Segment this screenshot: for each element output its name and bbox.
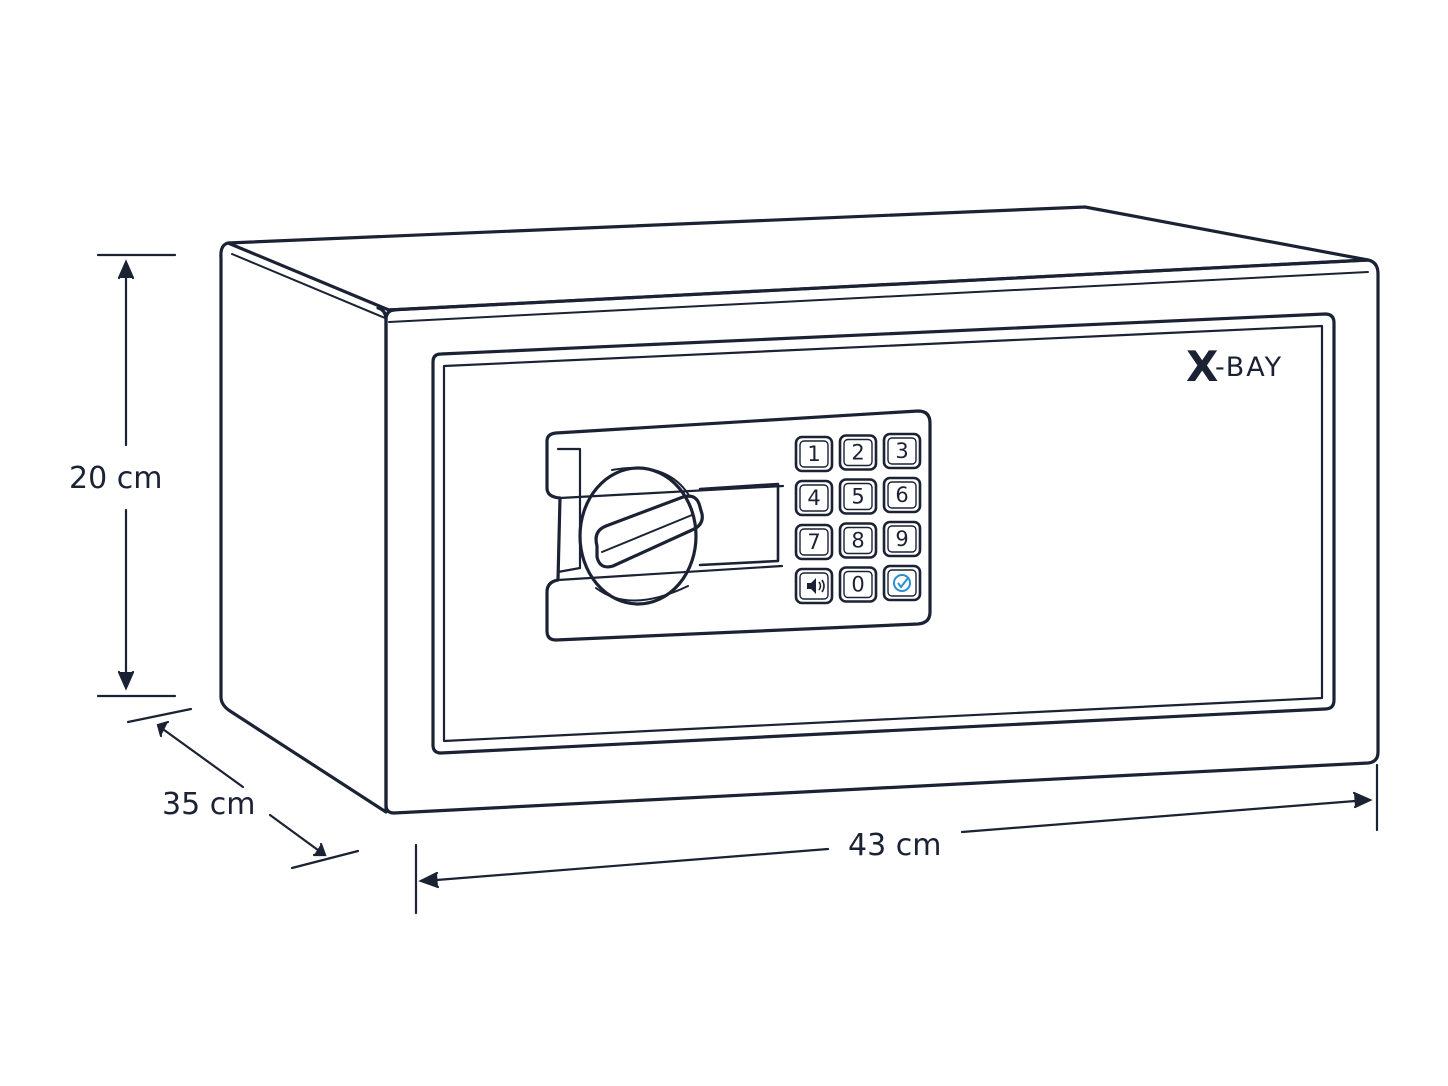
- lock-panel-outline: [545, 409, 932, 642]
- confirm-key[interactable]: [882, 564, 922, 602]
- key-outline: [794, 523, 834, 561]
- keypad-key-2[interactable]: 2: [838, 434, 878, 471]
- key-face: [799, 528, 829, 556]
- safe-top-edge: [231, 253, 386, 319]
- height-dimension: [96, 253, 177, 698]
- door-inner-frame: [442, 324, 1324, 743]
- knob-handle[interactable]: [594, 494, 704, 569]
- door-outer-frame: [431, 312, 1336, 755]
- keypad-key-9[interactable]: 9: [882, 520, 922, 558]
- display-screen: [698, 482, 780, 567]
- keypad: 1 2 3 4 5 6 7 8 9 0: [794, 432, 922, 605]
- width-label: 43 cm: [848, 828, 941, 863]
- key-face: [887, 569, 917, 597]
- keypad-key-6[interactable]: 6: [882, 476, 922, 514]
- key-face: [843, 482, 873, 511]
- keypad-key-7[interactable]: 7: [794, 523, 834, 561]
- safe-side-face: [219, 241, 388, 814]
- key-face: [799, 440, 829, 468]
- key-label: 6: [895, 483, 908, 507]
- key-label: 8: [851, 529, 864, 553]
- brand-logo-text: -BAY: [1215, 352, 1283, 383]
- keypad-key-4[interactable]: 4: [794, 479, 834, 517]
- width-dimension: [414, 763, 1379, 915]
- speaker-icon: [807, 578, 816, 594]
- lock-panel: [545, 409, 932, 642]
- height-label: 20 cm: [69, 461, 162, 496]
- key-label: 1: [807, 442, 820, 466]
- key-outline: [882, 564, 922, 602]
- safe-door[interactable]: [431, 312, 1336, 755]
- speaker-waves-icon: [818, 579, 825, 593]
- key-face: [799, 484, 829, 512]
- key-outline: [838, 566, 878, 603]
- safe-body: [219, 205, 1380, 815]
- check-mark-icon: [897, 577, 909, 589]
- key-label: 2: [851, 441, 864, 465]
- key-label: 3: [895, 439, 908, 463]
- key-face: [887, 437, 917, 465]
- key-outline: [838, 478, 878, 515]
- key-outline: [838, 522, 878, 559]
- key-face: [843, 526, 873, 555]
- depth-dimension: [126, 707, 360, 870]
- depth-label: 35 cm: [162, 787, 255, 822]
- keypad-key-0[interactable]: 0: [838, 566, 878, 603]
- key-face: [843, 570, 873, 599]
- key-outline: [838, 434, 878, 471]
- keypad-key-3[interactable]: 3: [882, 432, 922, 470]
- key-outline: [882, 432, 922, 470]
- keypad-key-8[interactable]: 8: [838, 522, 878, 559]
- key-label: 7: [807, 530, 820, 554]
- keypad-key-5[interactable]: 5: [838, 478, 878, 515]
- brand-logo-x: X: [1186, 342, 1218, 391]
- key-outline: [882, 476, 922, 514]
- safe-front-face: [384, 258, 1380, 815]
- key-outline: [794, 479, 834, 517]
- key-face: [799, 572, 829, 600]
- safe-top-face: [226, 205, 1370, 312]
- key-label: 0: [851, 573, 864, 597]
- key-face: [887, 525, 917, 553]
- key-outline: [882, 520, 922, 558]
- keypad-key-1[interactable]: 1: [794, 435, 834, 473]
- brand-logo: X -BAY: [1186, 342, 1283, 391]
- key-face: [843, 438, 873, 467]
- key-label: 5: [851, 485, 864, 509]
- lock-knob[interactable]: [578, 466, 704, 606]
- key-label: 9: [895, 527, 908, 551]
- check-circle-icon: [893, 574, 911, 592]
- sound-key[interactable]: [794, 567, 834, 605]
- key-outline: [794, 435, 834, 473]
- key-label: 4: [807, 486, 820, 510]
- key-face: [887, 481, 917, 509]
